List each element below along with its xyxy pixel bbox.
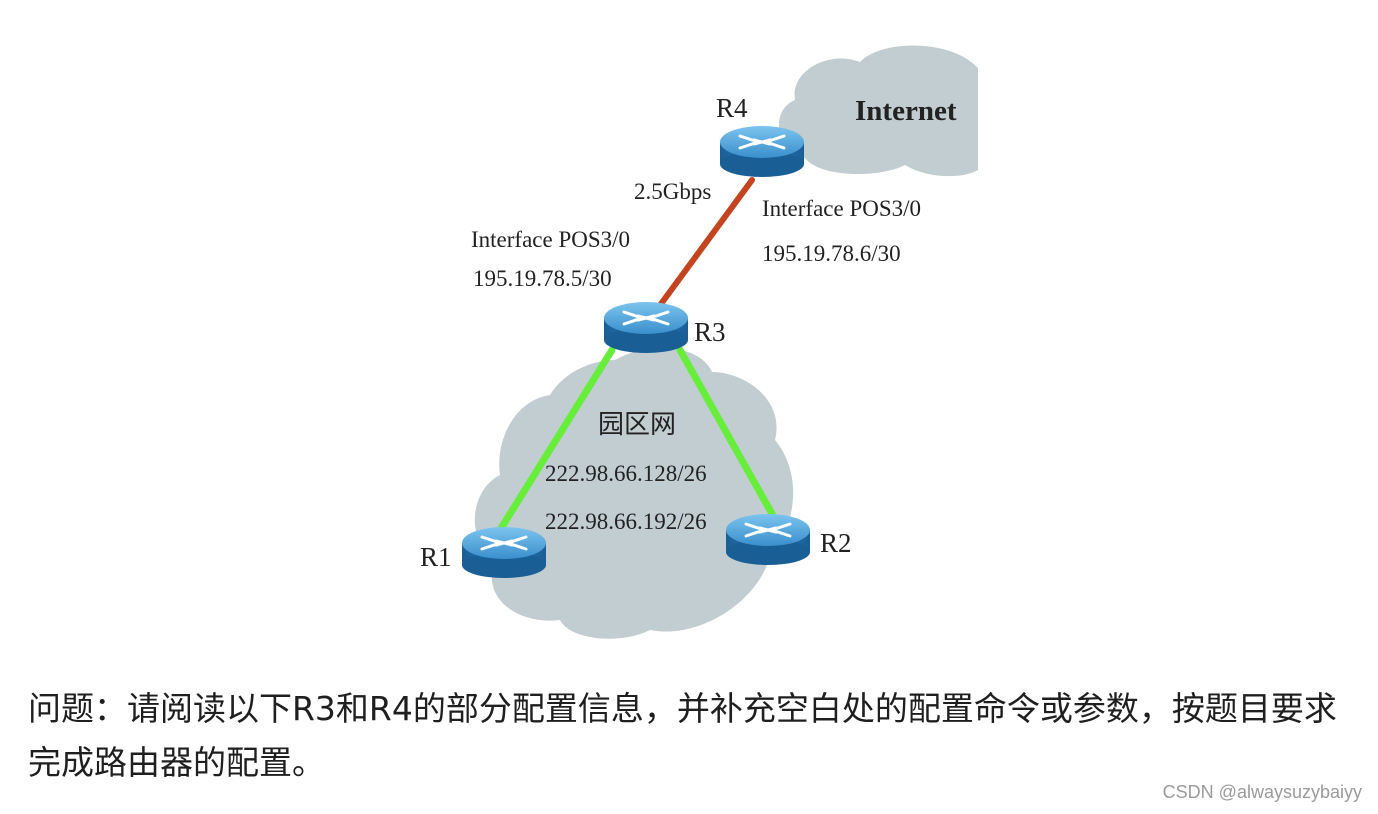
link-speed-label: 2.5Gbps — [634, 179, 711, 204]
watermark: CSDN @alwaysuzybaiyy — [1162, 782, 1362, 802]
router-r1-label: R1 — [420, 542, 452, 572]
r4-ip-label: 195.19.78.6/30 — [762, 241, 901, 266]
router-r1-icon — [460, 525, 548, 580]
subnet-1-label: 222.98.66.128/26 — [545, 461, 707, 486]
question-text: 问题：请阅读以下R3和R4的部分配置信息，并补充空白处的配置命令或参数，按题目要… — [28, 689, 1337, 782]
internet-cloud: Internet — [778, 45, 978, 177]
router-r4-icon — [718, 124, 806, 179]
router-r2-icon — [724, 512, 812, 567]
router-r2-label: R2 — [820, 528, 852, 558]
r4-interface-label: Interface POS3/0 — [762, 196, 921, 221]
campus-cloud — [474, 347, 794, 639]
campus-label: 园区网 — [598, 410, 676, 440]
wan-link — [655, 177, 755, 311]
internet-label: Internet — [855, 95, 957, 127]
r3-ip-label: 195.19.78.5/30 — [473, 266, 612, 291]
router-r3-icon — [602, 300, 690, 355]
router-r3-label: R3 — [694, 317, 726, 347]
r3-interface-label: Interface POS3/0 — [471, 227, 630, 252]
router-r4-label: R4 — [716, 93, 748, 123]
lan-link-r3-r1 — [496, 346, 616, 534]
lan-link-r3-r2 — [676, 346, 784, 532]
network-topology-diagram: Internet R4 R3 R1 R2 2.5Gbps Interface P… — [420, 45, 978, 639]
subnet-2-label: 222.98.66.192/26 — [545, 509, 707, 534]
